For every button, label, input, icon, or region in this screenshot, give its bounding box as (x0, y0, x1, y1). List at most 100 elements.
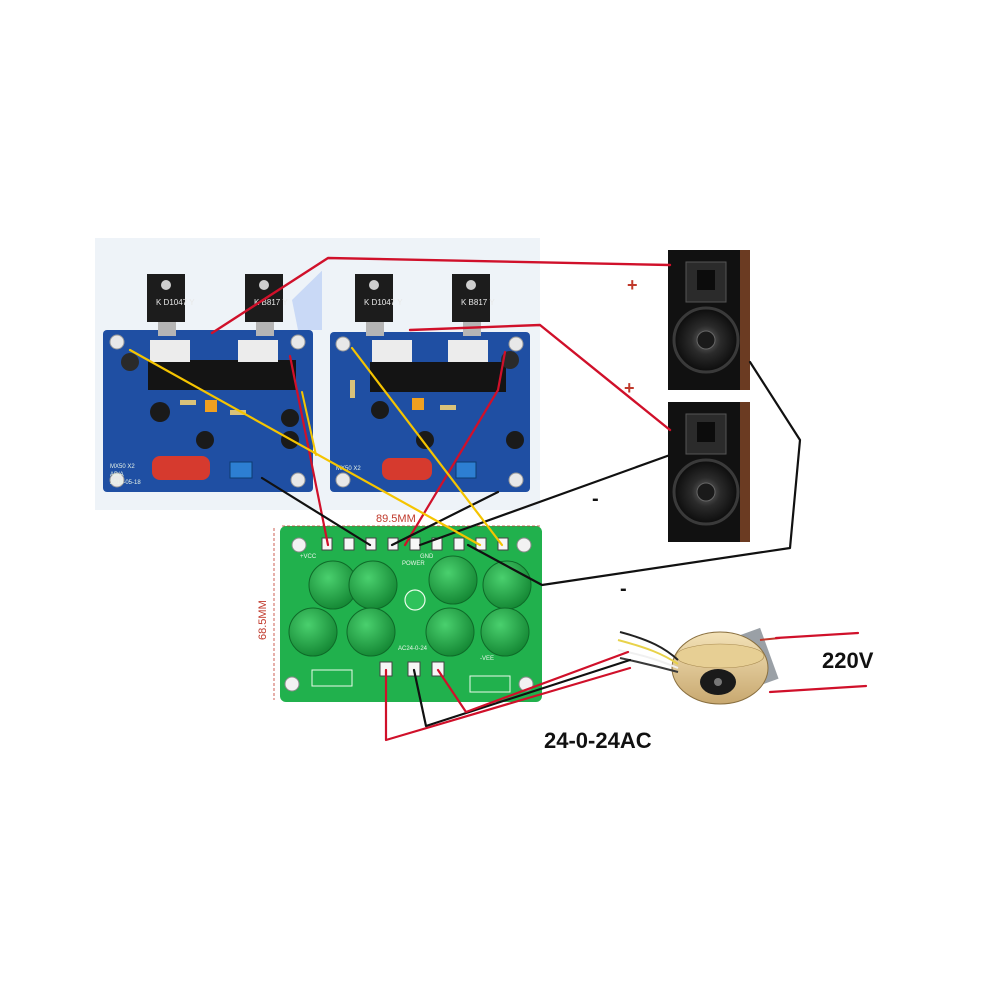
resistor (440, 405, 456, 410)
cap-footprint (346, 607, 396, 657)
pad (343, 537, 355, 551)
mount-hole (109, 334, 125, 350)
cap-footprint (348, 560, 398, 610)
silk-label: 2016-05-18 (110, 480, 141, 486)
pad (497, 537, 509, 551)
electrolytic-cap (196, 431, 214, 449)
amp-board-left: K D1047 Y K B817 Y MX50 X2 AB/A 2016-05-… (95, 238, 325, 510)
mount-hole (291, 537, 307, 553)
cap-footprint (288, 607, 338, 657)
mount-hole (290, 472, 306, 488)
electrolytic-cap (416, 431, 434, 449)
secondary-leads (619, 657, 679, 673)
insulator-pad (372, 340, 412, 362)
ac-secondary-wire (412, 658, 632, 728)
speaker-shared-minus-label: - (620, 578, 627, 600)
ac-secondary-wire (384, 666, 632, 742)
secondary-voltage-label: 24-0-24AC (544, 728, 652, 753)
insulator-pad (238, 340, 278, 362)
supply-yellow-wire (350, 346, 504, 547)
mount-hole (290, 334, 306, 350)
resistor (230, 410, 246, 415)
secondary-leads (619, 631, 679, 661)
speaker-bottom-minus-label: - (592, 488, 599, 510)
chip-label-3: K D1047 Y (364, 298, 403, 307)
heatsink-bar (370, 362, 506, 392)
power-silk: AC24-0-24 (398, 646, 428, 652)
tweeter-horn (697, 422, 715, 442)
heatsink-bar (148, 360, 296, 390)
cap-footprint (482, 560, 532, 610)
trimmer (412, 398, 424, 410)
transistor-legs (256, 322, 274, 336)
electrolytic-cap (501, 351, 519, 369)
supply-yellow-wire (301, 391, 317, 456)
secondary-leads (617, 639, 679, 665)
silk-label: MX50 X2 (110, 464, 135, 470)
ground-black-wire (260, 476, 372, 547)
power-silk: -VEE (480, 656, 494, 662)
electrolytic-cap (121, 353, 139, 371)
cap-footprint (480, 607, 530, 657)
woofer-dome (696, 482, 716, 502)
film-capacitor (382, 458, 432, 480)
speaker-minus-wire-bottom (418, 453, 672, 547)
trimmer (205, 400, 217, 412)
power-silk: GND (420, 554, 434, 560)
transistor-legs (463, 322, 481, 336)
chip-label-1: K D1047 Y (156, 298, 195, 307)
speaker-cabinet-side (740, 402, 750, 542)
height-dimension-label: 68.5MM (257, 600, 269, 640)
transistor-legs (366, 322, 384, 336)
toroidal-transformer (617, 627, 781, 705)
amp-board-right: K D1047 Y K B817 Y MX50 X2 (322, 238, 540, 510)
electrolytic-cap (150, 402, 170, 422)
mount-hole (516, 537, 532, 553)
mains-voltage-label: 220V (822, 648, 874, 673)
transistor-hole (259, 280, 269, 290)
input-terminal (455, 461, 477, 479)
speaker-bottom (668, 402, 750, 542)
pad (409, 537, 421, 551)
insulator-pad (150, 340, 190, 362)
mount-hole (508, 472, 524, 488)
chip-label-2: K B817 Y (254, 298, 288, 307)
toroid-band (675, 643, 765, 669)
resistor (350, 380, 355, 398)
speaker-minus-wire-top (466, 360, 802, 587)
pad (453, 537, 465, 551)
woofer-dome (696, 330, 716, 350)
mount-bolt (714, 678, 722, 686)
speaker-top (668, 250, 750, 390)
aux-footprint (469, 675, 511, 693)
chip-label-4: K B817 Y (461, 298, 495, 307)
electrolytic-cap (281, 409, 299, 427)
silk-label: AB/A (110, 472, 124, 478)
mount-hole (109, 472, 125, 488)
ac-secondary-wire (436, 650, 630, 714)
transistor-hole (466, 280, 476, 290)
supply-yellow-wire (128, 348, 482, 547)
electrolytic-cap (506, 431, 524, 449)
secondary-leads (617, 649, 679, 669)
input-terminal (229, 461, 253, 479)
speaker-top-plus-label: + (627, 275, 638, 295)
cap-footprint (428, 555, 478, 605)
transistor-legs (158, 322, 176, 336)
mount-hole (335, 472, 351, 488)
insulator-pad (448, 340, 488, 362)
ground-black-wire (390, 490, 500, 547)
speaker-bottom-plus-label: + (624, 378, 635, 398)
mount-hole (335, 336, 351, 352)
mains-wire (774, 631, 860, 640)
pad (365, 537, 377, 551)
mount-hole (508, 336, 524, 352)
transistor-hole (369, 280, 379, 290)
silk-label: MX50 X2 (336, 466, 361, 472)
width-dimension-label: 89.5MM (376, 513, 416, 525)
power-silk: +VCC (300, 554, 317, 560)
electrolytic-cap (371, 401, 389, 419)
mount-hole (284, 676, 300, 692)
cap-footprint (425, 607, 475, 657)
